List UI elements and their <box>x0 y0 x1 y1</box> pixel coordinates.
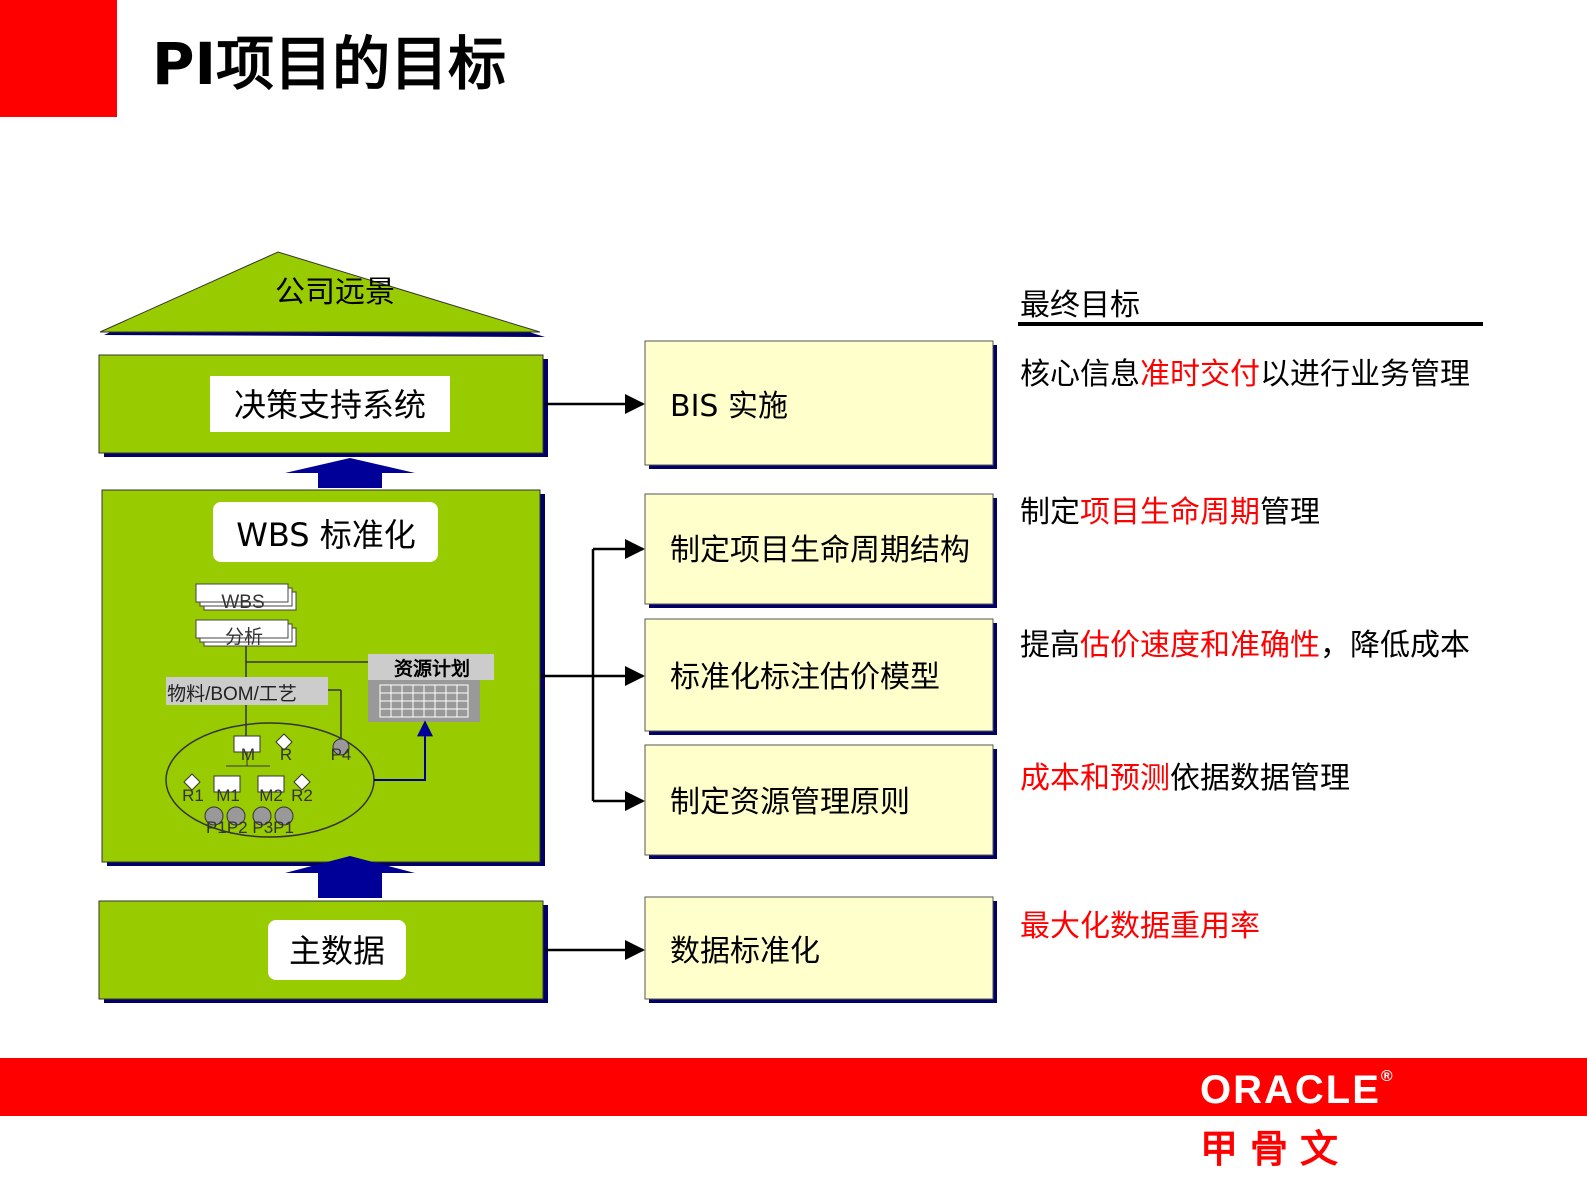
goals-header: 最终目标 <box>1020 288 1140 323</box>
goal-item: 制定项目生命周期管理 <box>1020 495 1320 530</box>
svg-text:P4: P4 <box>331 745 352 764</box>
action-label: 制定资源管理原则 <box>670 785 910 820</box>
up-arrow-lower <box>285 856 415 898</box>
connectors <box>541 394 645 960</box>
svg-text:P1P2 P3P1: P1P2 P3P1 <box>206 818 294 837</box>
action-label: BIS 实施 <box>670 389 788 424</box>
footer-bar <box>0 1058 1587 1116</box>
goal-item: 成本和预测依据数据管理 <box>1020 761 1350 796</box>
wbs-label: WBS 标准化 <box>236 516 416 554</box>
goal-item: 最大化数据重用率 <box>1020 909 1260 944</box>
action-label: 制定项目生命周期结构 <box>670 533 970 568</box>
svg-text:R: R <box>280 745 292 764</box>
materials-label-bg <box>166 677 328 705</box>
svg-text:M: M <box>241 745 255 764</box>
title-accent-block <box>0 0 117 117</box>
action-box: 数据标准化 <box>644 896 997 1003</box>
wbs-card-label: WBS <box>221 592 264 613</box>
vision-roof: 公司远景 <box>99 251 545 337</box>
svg-text:M1: M1 <box>216 786 240 805</box>
materials-label: 物料/BOM/工艺 <box>167 683 297 705</box>
wbs-detail: WBS 分析 资源计划 物料/BOM/工艺 <box>165 583 494 838</box>
action-boxes: BIS 实施 制定项目生命周期结构 标准化标注估价模型 制定资源管理原则 数据标… <box>644 340 997 1003</box>
dss-label: 决策支持系统 <box>234 386 426 424</box>
master-data-box: 主数据 <box>98 900 548 1003</box>
oracle-logo: ORACLE® <box>1200 1068 1395 1112</box>
action-box: BIS 实施 <box>644 340 997 469</box>
svg-text:R1: R1 <box>182 786 204 805</box>
resource-plan-label-bg <box>368 654 494 680</box>
dss-box: 决策支持系统 <box>98 354 548 457</box>
dss-label-box <box>210 376 450 432</box>
action-box: 标准化标注估价模型 <box>644 618 997 735</box>
page-title: PI项目的目标 <box>152 30 507 98</box>
goal-item: 核心信息准时交付以进行业务管理 <box>1020 357 1470 392</box>
wbs-box: WBS 标准化 WBS 分析 资源计划 物料/BOM/ <box>101 489 545 866</box>
master-data-label-box <box>268 920 406 980</box>
svg-text:M2: M2 <box>259 786 283 805</box>
goal-item: 提高估价速度和准确性，降低成本 <box>1020 628 1470 663</box>
wbs-label-box <box>213 502 438 562</box>
vision-label: 公司远景 <box>275 275 395 310</box>
analysis-card-label: 分析 <box>225 626 263 648</box>
action-box: 制定项目生命周期结构 <box>644 493 997 608</box>
oracle-cn-logo: 甲骨文 <box>1200 1127 1351 1171</box>
action-label: 数据标准化 <box>670 934 820 969</box>
svg-text:R2: R2 <box>291 786 313 805</box>
goals-header-rule <box>1018 322 1483 326</box>
up-arrow-upper <box>285 458 415 488</box>
resource-plan-label: 资源计划 <box>394 657 470 680</box>
action-box: 制定资源管理原则 <box>644 744 997 859</box>
action-label: 标准化标注估价模型 <box>670 660 940 695</box>
master-data-label: 主数据 <box>289 932 385 970</box>
